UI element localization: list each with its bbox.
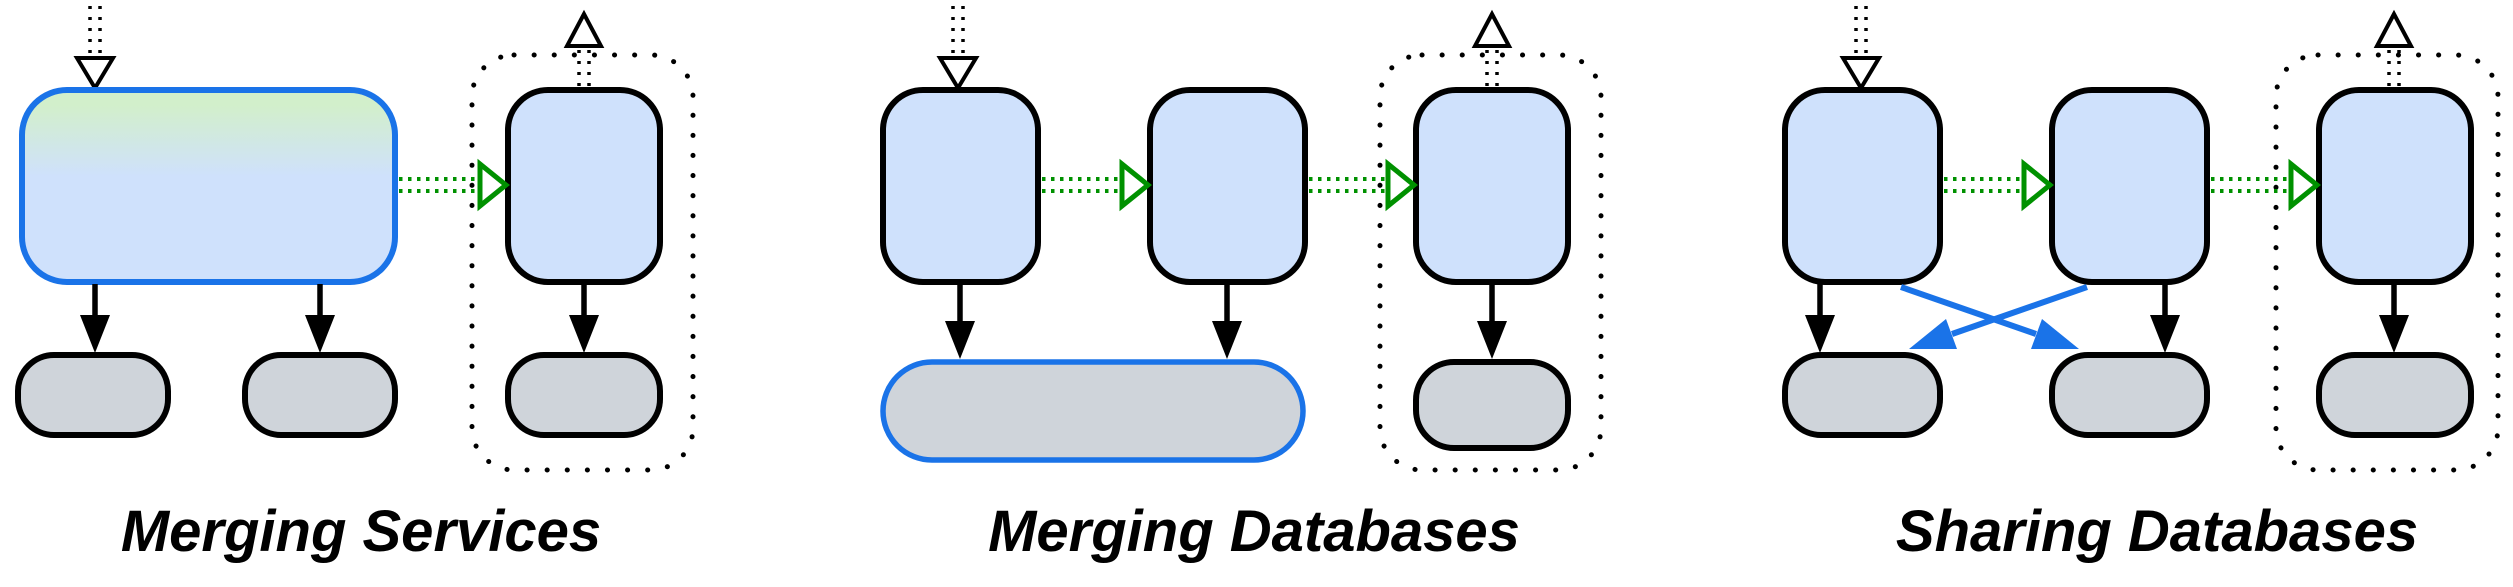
open-triangle-right-icon <box>2288 158 2321 212</box>
open-triangle-up-icon <box>2373 9 2415 48</box>
arrowhead-down-icon <box>1212 321 1242 359</box>
replication-arrow <box>1944 158 2054 212</box>
database-pill <box>2316 352 2474 438</box>
panel-label-merging-services: Merging Services <box>120 499 602 564</box>
database-pill <box>242 352 398 438</box>
open-triangle-up-icon <box>563 9 605 48</box>
open-triangle-right-icon <box>2021 158 2054 212</box>
arrowhead-icon <box>1909 319 1957 349</box>
db-access-arrow <box>569 284 599 353</box>
open-triangle-right-icon <box>477 158 510 212</box>
panel-sharing-databases <box>1782 6 2501 473</box>
db-access-arrow <box>1212 284 1242 359</box>
arrowhead-down-icon <box>2379 315 2409 353</box>
arrowhead-down-icon <box>305 315 335 353</box>
panel-label-sharing-databases: Sharing Databases <box>1895 499 2419 564</box>
panel-label-merging-databases: Merging Databases <box>988 499 1520 564</box>
incoming-request-arrow <box>1839 6 1883 92</box>
database-pill <box>2049 352 2210 438</box>
panel-merging-services <box>15 6 696 473</box>
panel-merging-databases <box>880 6 1604 473</box>
incoming-request-arrow <box>936 6 980 92</box>
arrowhead-down-icon <box>1805 315 1835 353</box>
arrowhead-down-icon <box>1477 321 1507 359</box>
db-access-arrow <box>80 284 110 353</box>
replication-arrow <box>399 158 510 212</box>
outgoing-arrow-up <box>563 9 605 88</box>
open-triangle-down-icon <box>73 56 117 92</box>
db-access-arrow <box>1805 284 1835 353</box>
database-pill <box>505 352 663 438</box>
replication-arrow <box>2211 158 2321 212</box>
service-box <box>1147 87 1308 285</box>
arrowhead-down-icon <box>2150 315 2180 353</box>
open-triangle-down-icon <box>936 56 980 92</box>
database-pill <box>1413 359 1571 451</box>
db-access-arrow <box>2150 284 2180 353</box>
arrowhead-down-icon <box>945 321 975 359</box>
cross-access-arrow <box>1909 284 2088 349</box>
open-triangle-up-icon <box>1471 9 1513 48</box>
service-box <box>2316 87 2474 285</box>
merged-database-pill <box>880 359 1306 463</box>
service-box <box>505 87 663 285</box>
open-triangle-right-icon <box>1119 158 1152 212</box>
arrowhead-down-icon <box>80 315 110 353</box>
database-pill <box>1782 352 1943 438</box>
arrowhead-down-icon <box>569 315 599 353</box>
service-box <box>1782 87 1943 285</box>
arrowhead-icon <box>2031 319 2079 349</box>
outgoing-arrow-up <box>2373 9 2415 88</box>
merged-service-box <box>19 87 398 285</box>
replication-arrow <box>1309 158 1418 212</box>
service-box <box>2049 87 2210 285</box>
db-access-arrow <box>2379 284 2409 353</box>
incoming-request-arrow <box>73 6 117 92</box>
cross-access-arrow <box>1900 284 2079 349</box>
service-box <box>880 87 1041 285</box>
replication-arrow <box>1042 158 1152 212</box>
db-access-arrow <box>305 284 335 353</box>
database-pill <box>15 352 171 438</box>
outgoing-arrow-up <box>1471 9 1513 88</box>
db-access-arrow <box>945 284 975 359</box>
db-access-arrow <box>1477 284 1507 359</box>
open-triangle-right-icon <box>1385 158 1418 212</box>
open-triangle-down-icon <box>1839 56 1883 92</box>
service-box <box>1413 87 1571 285</box>
